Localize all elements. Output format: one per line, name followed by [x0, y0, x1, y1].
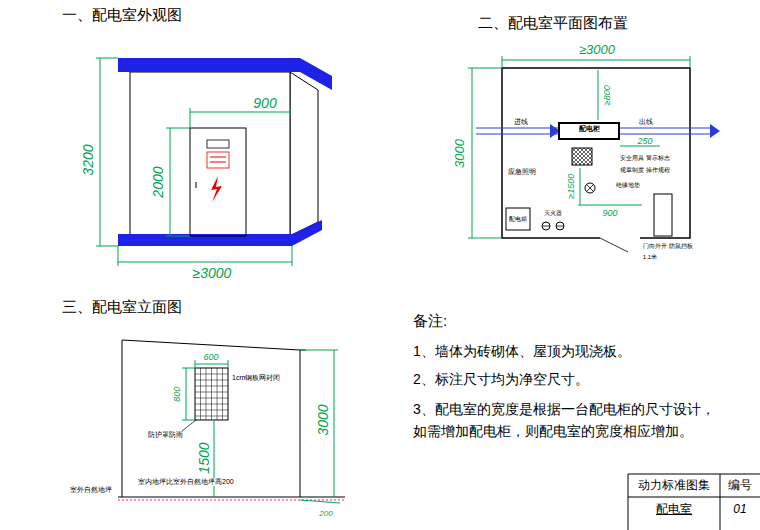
table-cell: 配电室 [656, 503, 692, 517]
dimension-label: ≥3000 [193, 265, 232, 281]
note-text: 3、配电室的宽度是根据一台配电柜的尺寸设计， 如需增加配电柜，则配电室的宽度相应… [413, 398, 723, 443]
elevation-label: 室外自然地坪 [70, 486, 112, 494]
elevation-view [118, 340, 345, 503]
note-heading: 备注: [413, 312, 447, 329]
note-text: 1、墙体为砖砌体、屋顶为现浇板。 [413, 343, 631, 359]
dimension-label: 3000 [315, 404, 331, 435]
plan-label: 出线 [639, 118, 653, 126]
elevation-label: 室内地坪比室外自然地坪高200 [138, 478, 234, 486]
dimension-label: 3000 [453, 139, 468, 168]
plan-label: 安全用具 警示标志 [620, 155, 670, 162]
dimension-label: 900 [253, 95, 276, 111]
dimension-label: 1500 [196, 442, 212, 473]
section-title: 二、配电室平面图布置 [478, 14, 628, 31]
table-cell: 01 [733, 503, 746, 517]
plan-label: 1.1米 [643, 254, 657, 261]
plan-view [468, 56, 720, 252]
section-title: 三、配电室立面图 [62, 298, 182, 315]
dimension-label: 800 [173, 386, 183, 401]
dimension-label: 900 [602, 208, 617, 218]
table-cell: 动力标准图集 [638, 479, 710, 493]
plan-label: 配电箱 [509, 216, 527, 223]
note-text: 2、标注尺寸均为净空尺寸。 [413, 371, 589, 387]
plan-label: 灭火器 [544, 210, 562, 217]
dimension-label: ≥800 [602, 85, 612, 105]
dimension-label: 250 [637, 136, 652, 146]
dimension-label: ≥3000 [579, 43, 615, 58]
dimension-label: 200 [319, 509, 332, 518]
elevation-label: 防护罩防雨 [148, 431, 183, 439]
dimension-label: 3200 [80, 144, 96, 175]
section-title: 一、配电室外观图 [62, 6, 182, 23]
plan-label: 规章制度 操作规程 [620, 167, 670, 174]
dimension-label: 2000 [150, 166, 166, 197]
dimension-label: ≥1500 [566, 174, 576, 199]
plan-label: 进线 [514, 118, 528, 126]
plan-label: 应急照明 [508, 168, 536, 176]
plan-label: 门向外开 防鼠挡板 [643, 243, 693, 250]
cabinet-box: 配电柜 [558, 122, 620, 140]
title-block [628, 474, 760, 530]
table-cell: 编号 [728, 479, 752, 493]
exterior-view [96, 58, 332, 266]
elevation-label: 1cm钢板网封闭 [232, 374, 280, 382]
dimension-label: 600 [203, 352, 218, 362]
plan-label: 绝缘地垫 [616, 182, 640, 189]
cabinet-label: 配电柜 [564, 125, 614, 133]
